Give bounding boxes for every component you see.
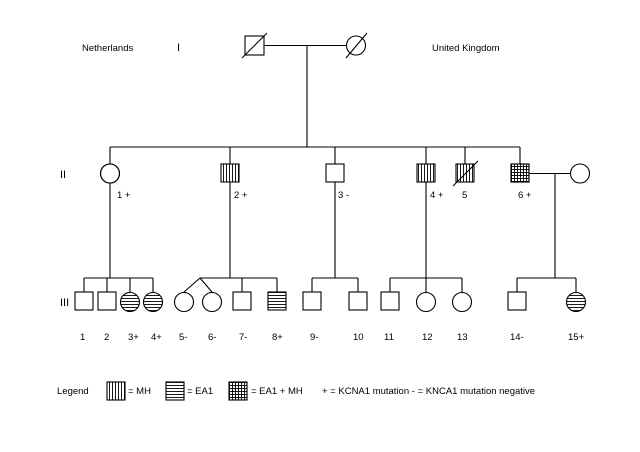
legend-mutation-note: + = KCNA1 mutation - = KNCA1 mutation ne…	[322, 386, 535, 397]
gen3-label-12: 12	[422, 332, 433, 343]
gen3-7-male	[232, 291, 252, 311]
gen3-label-3: 3+	[128, 332, 139, 343]
generation-label-ii: II	[60, 169, 66, 181]
country-united-kingdom: United Kingdom	[432, 43, 500, 54]
gen3-4-female-ea1	[142, 291, 164, 313]
gen3-label-10: 10	[353, 332, 364, 343]
gen3-label-4: 4+	[151, 332, 162, 343]
legend-mh-swatch	[106, 381, 126, 401]
gen3-label-8: 8+	[272, 332, 283, 343]
generation-label-iii: III	[60, 297, 69, 309]
gen3-label-14: 14-	[510, 332, 524, 343]
gen3-label-1: 1	[80, 332, 85, 343]
gen2-label-2: 2 +	[234, 190, 248, 201]
gen3-13-female	[451, 291, 473, 313]
legend-both-label: = EA1 + MH	[251, 386, 303, 397]
country-netherlands: Netherlands	[82, 43, 133, 54]
gen3-label-6: 6-	[208, 332, 216, 343]
gen3-11-male	[380, 291, 400, 311]
gen2-label-5: 5	[462, 190, 467, 201]
legend-ea1-swatch	[165, 381, 185, 401]
generation-label-i: I	[177, 42, 180, 54]
legend-both-swatch	[228, 381, 248, 401]
gen3-1-male	[74, 291, 94, 311]
gen3-5-female	[173, 291, 195, 313]
gen2-label-6: 6 +	[518, 190, 532, 201]
gen2-5-male-mh-deceased	[452, 160, 479, 187]
gen3-2-male	[97, 291, 117, 311]
gen2-6-male-ea1-mh	[510, 163, 530, 183]
legend-title: Legend	[57, 386, 89, 397]
gen3-12-female	[415, 291, 437, 313]
gen3-label-11: 11	[384, 332, 394, 343]
gen2-label-3: 3 -	[338, 190, 349, 201]
gen2-label-4: 4 +	[430, 190, 444, 201]
gen3-label-9: 9-	[310, 332, 318, 343]
gen3-9-male	[302, 291, 322, 311]
legend-mh-label: = MH	[128, 386, 151, 397]
gen3-label-5: 5-	[179, 332, 187, 343]
gen3-label-7: 7-	[239, 332, 247, 343]
gen2-3-male	[325, 163, 345, 183]
gen2-4-male-mh	[416, 163, 436, 183]
gen2-spouse-female	[569, 163, 591, 184]
gen3-10-male	[348, 291, 368, 311]
legend-ea1-label: = EA1	[187, 386, 213, 397]
gen3-8-male-ea1	[267, 291, 287, 311]
gen1-female-deceased	[345, 32, 368, 59]
gen3-label-15: 15+	[568, 332, 585, 343]
gen2-2-male-mh	[220, 163, 240, 183]
gen1-male-deceased	[241, 32, 268, 59]
gen3-label-2: 2	[104, 332, 109, 343]
gen2-1-female-ea1	[99, 163, 121, 184]
gen3-3-female-ea1	[119, 291, 141, 313]
gen3-15-female-ea1	[565, 291, 587, 313]
gen3-14-male	[507, 291, 527, 311]
gen2-label-1: 1 +	[117, 190, 131, 201]
legend: Legend = MH = EA1 = EA1 + MH + = KCNA1 m…	[57, 381, 535, 401]
gen3-label-13: 13	[457, 332, 468, 343]
gen3-6-female	[201, 291, 223, 313]
